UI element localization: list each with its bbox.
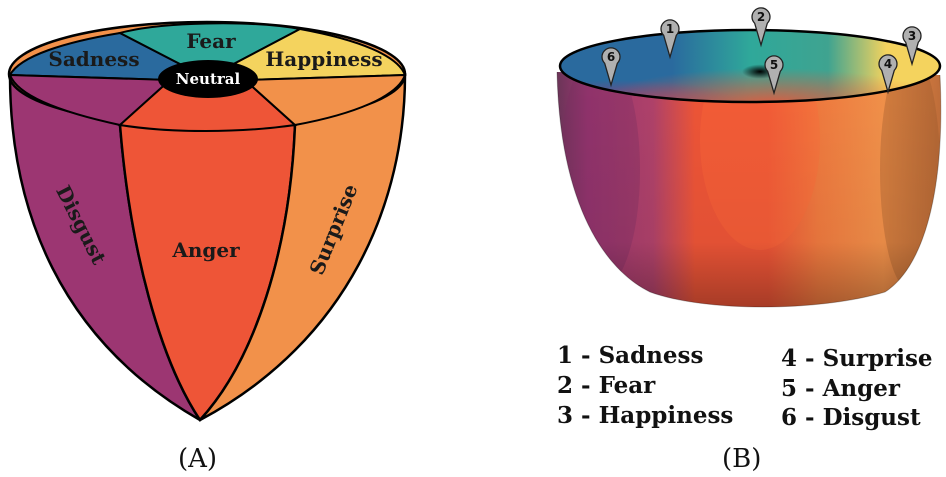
legend-item-fear: 2 - Fear bbox=[557, 372, 655, 399]
label-anger: Anger bbox=[171, 238, 240, 262]
legend-item-sadness: 1 - Sadness bbox=[557, 342, 703, 369]
caption-panel-b: (B) bbox=[722, 444, 761, 474]
pin-label: 4 bbox=[884, 57, 892, 71]
pin-label: 6 bbox=[607, 50, 615, 64]
label-happiness: Happiness bbox=[265, 47, 382, 71]
pin-label: 5 bbox=[770, 58, 778, 72]
pin-label: 2 bbox=[757, 10, 765, 24]
caption-panel-a: (A) bbox=[178, 444, 217, 474]
panel-a-diagram: Sadness Fear Happiness Neutral Anger Dis… bbox=[9, 22, 405, 420]
pin-label: 3 bbox=[908, 29, 916, 43]
label-neutral: Neutral bbox=[176, 70, 241, 88]
pin-label: 1 bbox=[666, 22, 674, 36]
label-sadness: Sadness bbox=[48, 47, 139, 71]
legend-item-anger: 5 - Anger bbox=[781, 375, 900, 402]
legend-item-disgust: 6 - Disgust bbox=[781, 404, 921, 431]
legend-item-happiness: 3 - Happiness bbox=[557, 402, 733, 429]
legend-item-surprise: 4 - Surprise bbox=[781, 345, 933, 372]
label-fear: Fear bbox=[186, 29, 236, 53]
